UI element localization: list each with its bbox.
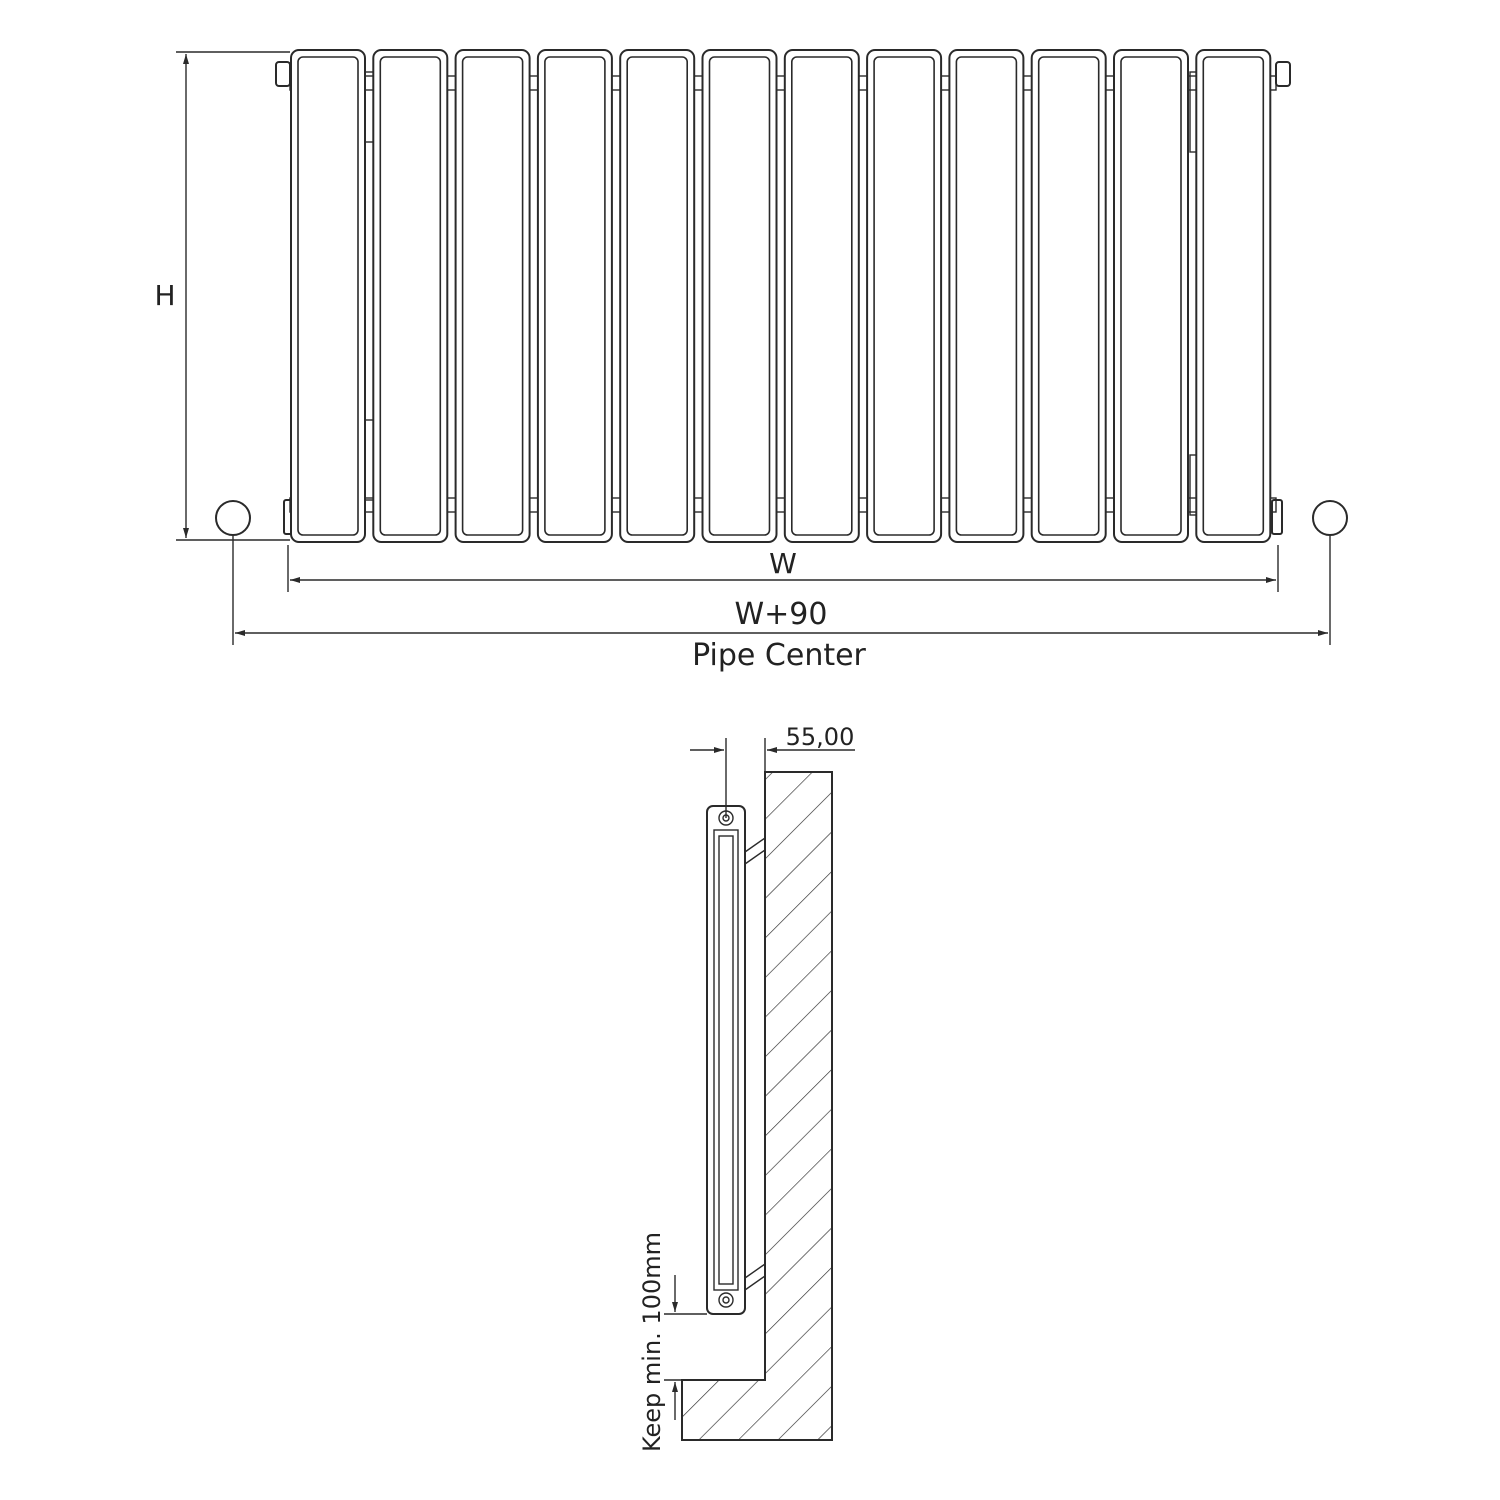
pipe-center-label: Pipe Center xyxy=(692,638,866,673)
radiator-column xyxy=(1195,49,1272,543)
wall-brackets xyxy=(744,836,766,1291)
clearance-dimension xyxy=(664,1275,707,1420)
side-view: 55,00 Keep min. 100mm xyxy=(638,723,855,1452)
front-view: H W W+90 Pipe Center xyxy=(154,49,1348,673)
pipe-width-label: W+90 xyxy=(735,597,828,632)
depth-dimension xyxy=(690,738,855,818)
radiator-column xyxy=(372,49,449,543)
height-label: H xyxy=(154,279,175,312)
radiator-columns xyxy=(290,49,1272,543)
radiator-column xyxy=(948,49,1025,543)
radiator-column xyxy=(536,49,613,543)
radiator-column xyxy=(454,49,531,543)
radiator-column xyxy=(290,49,366,543)
pipe-center-dimension xyxy=(232,536,1331,645)
radiator-side-profile xyxy=(706,805,746,1315)
radiator-column xyxy=(1113,49,1189,543)
width-label: W xyxy=(769,547,797,580)
radiator-column xyxy=(619,49,696,543)
radiator-column xyxy=(701,49,778,543)
clearance-label: Keep min. 100mm xyxy=(638,1232,666,1452)
left-pipe-circle xyxy=(215,500,251,536)
wall-section xyxy=(681,771,833,1441)
radiator-column xyxy=(1030,49,1107,543)
depth-label: 55,00 xyxy=(786,723,855,751)
radiator-column xyxy=(783,49,860,543)
radiator-column xyxy=(866,49,943,543)
width-dimension xyxy=(287,545,1279,592)
right-pipe-circle xyxy=(1312,500,1348,536)
height-dimension xyxy=(176,51,290,541)
